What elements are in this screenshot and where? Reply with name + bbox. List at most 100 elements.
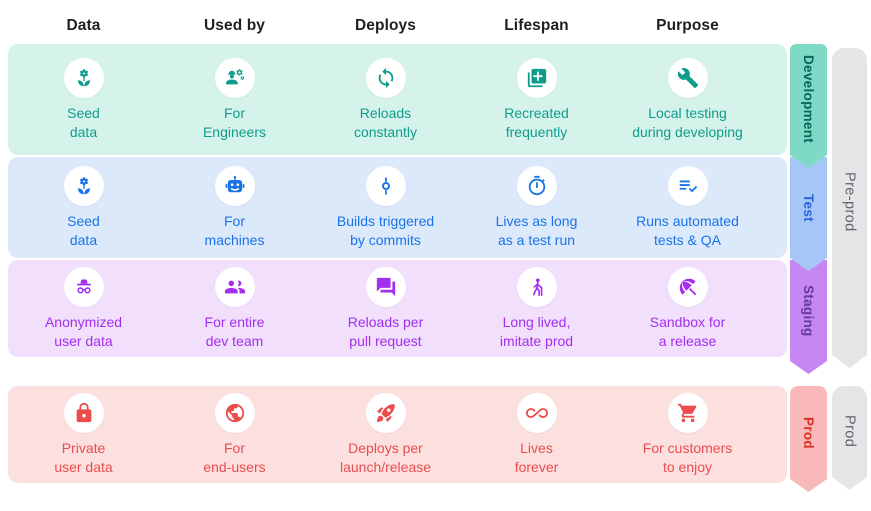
icon-circle bbox=[516, 58, 557, 98]
chat-bubbles-icon bbox=[376, 277, 395, 297]
cell-prod-used-by: For end-users bbox=[159, 393, 310, 476]
icon-circle bbox=[63, 393, 104, 433]
cell-staging-deploys: Reloads per pull request bbox=[310, 267, 461, 350]
stage-ribbon-label: Development bbox=[801, 55, 816, 144]
icon-circle bbox=[63, 267, 104, 307]
row-test: Seed data For machines bbox=[8, 157, 787, 258]
cell-label-line: data bbox=[69, 123, 98, 140]
cell-label-line: Reloads per bbox=[347, 314, 424, 330]
timer-icon bbox=[528, 175, 545, 196]
icon-circle bbox=[667, 267, 708, 307]
icon-circle bbox=[63, 58, 104, 98]
cell-development-lifespan: Recreated frequently bbox=[461, 58, 612, 141]
column-header-used-by: Used by bbox=[204, 17, 265, 34]
group-ribbon-label: Prod bbox=[841, 415, 858, 448]
cell-test-deploys: Builds triggered by commits bbox=[310, 166, 461, 249]
cell-label-line: constantly bbox=[353, 123, 418, 140]
stage-ribbon-prod: Prod bbox=[790, 386, 827, 492]
cell-prod-purpose: For customers to enjoy bbox=[612, 393, 763, 476]
icon-circle bbox=[667, 58, 708, 98]
cell-label-line: Local testing bbox=[648, 105, 727, 121]
stage-ribbon-label: Prod bbox=[801, 416, 816, 449]
robot-icon bbox=[225, 176, 244, 193]
icon-circle bbox=[516, 267, 557, 307]
seed-plant-icon bbox=[77, 177, 90, 195]
wrench-icon bbox=[677, 68, 698, 89]
copy-add-icon bbox=[527, 68, 546, 88]
cell-label-line: to enjoy bbox=[662, 458, 713, 475]
cart-icon bbox=[677, 403, 696, 423]
cell-label-line: Seed bbox=[67, 213, 100, 229]
cell-test-data: Seed data bbox=[8, 166, 159, 249]
cell-development-purpose: Local testing during developing bbox=[612, 58, 763, 141]
row-development: Seed data For Engineers bbox=[8, 44, 787, 155]
cell-label-line: machines bbox=[204, 231, 265, 248]
icon-circle bbox=[365, 58, 406, 98]
checklist-icon bbox=[679, 180, 697, 193]
cell-label-line: For customers bbox=[642, 440, 733, 456]
icon-circle bbox=[214, 393, 255, 433]
icon-circle bbox=[63, 166, 104, 206]
cell-label-line: end-users bbox=[203, 458, 266, 475]
cell-development-used-by: For Engineers bbox=[159, 58, 310, 141]
cell-development-data: Seed data bbox=[8, 58, 159, 141]
cell-label-line: tests & QA bbox=[654, 231, 721, 248]
cell-label-line: Runs automated bbox=[636, 213, 739, 229]
group-icon bbox=[224, 280, 245, 294]
cell-label-line: launch/release bbox=[339, 458, 432, 475]
cell-label-line: Engineers bbox=[202, 123, 267, 140]
seed-plant-icon bbox=[77, 69, 90, 87]
globe-icon bbox=[225, 403, 244, 423]
icon-circle bbox=[214, 166, 255, 206]
cell-label-line: Reloads bbox=[359, 105, 412, 121]
cell-staging-lifespan: Long lived, imitate prod bbox=[461, 267, 612, 350]
cell-label-line: Recreated bbox=[504, 105, 569, 121]
cell-label-line: For bbox=[223, 105, 245, 121]
sync-arrows-icon bbox=[378, 67, 393, 89]
cell-test-purpose: Runs automated tests & QA bbox=[612, 166, 763, 249]
icon-circle bbox=[214, 58, 255, 98]
cell-label-line: Anonymized bbox=[44, 314, 123, 330]
icon-circle bbox=[365, 267, 406, 307]
icon-circle bbox=[365, 166, 406, 206]
cell-label-line: Private bbox=[61, 440, 106, 456]
cell-prod-lifespan: Lives forever bbox=[461, 393, 612, 476]
cell-label-line: pull request bbox=[349, 332, 422, 349]
cell-label-line: For bbox=[223, 213, 245, 229]
cell-label-line: a release bbox=[658, 332, 717, 349]
cell-test-used-by: For machines bbox=[159, 166, 310, 249]
group-ribbon-label: Pre-prod bbox=[841, 171, 858, 232]
cell-development-deploys: Reloads constantly bbox=[310, 58, 461, 141]
cell-label-line: data bbox=[69, 231, 98, 248]
cell-label-line: Long lived, bbox=[502, 314, 571, 330]
icon-circle bbox=[667, 166, 708, 206]
lock-icon bbox=[76, 402, 91, 423]
row-prod: Private user data For end-users De bbox=[8, 386, 787, 483]
engineer-icon bbox=[225, 69, 244, 85]
cell-staging-data: Anonymized user data bbox=[8, 267, 159, 350]
cell-label-line: Lives bbox=[520, 440, 553, 456]
commit-icon bbox=[381, 177, 390, 195]
stage-ribbon-label: Staging bbox=[801, 284, 816, 337]
cell-label-line: imitate prod bbox=[499, 332, 574, 349]
stage-ribbon-test: Test bbox=[790, 157, 827, 271]
cell-label-line: Deploys per bbox=[348, 440, 423, 456]
cell-label-line: Lives as long bbox=[495, 213, 578, 229]
cell-label-line: dev team bbox=[205, 332, 264, 349]
cell-staging-used-by: For entire dev team bbox=[159, 267, 310, 350]
row-staging: Anonymized user data For entire dev team bbox=[8, 260, 787, 357]
icon-circle bbox=[365, 393, 406, 433]
cell-label-line: user data bbox=[54, 458, 113, 475]
cell-label-line: Sandbox for bbox=[649, 314, 726, 330]
cell-prod-deploys: Deploys per launch/release bbox=[310, 393, 461, 476]
icon-circle bbox=[214, 267, 255, 307]
cell-label-line: frequently bbox=[505, 123, 568, 140]
stage-ribbon-label: Test bbox=[801, 193, 816, 222]
cell-label-line: Builds triggered bbox=[336, 213, 435, 229]
column-headers: Data Used by Deploys Lifespan Purpose bbox=[8, 17, 763, 35]
incognito-icon bbox=[76, 279, 91, 294]
column-header-lifespan: Lifespan bbox=[504, 17, 569, 34]
cell-label-line: during developing bbox=[632, 123, 743, 140]
column-header-data: Data bbox=[66, 17, 101, 34]
